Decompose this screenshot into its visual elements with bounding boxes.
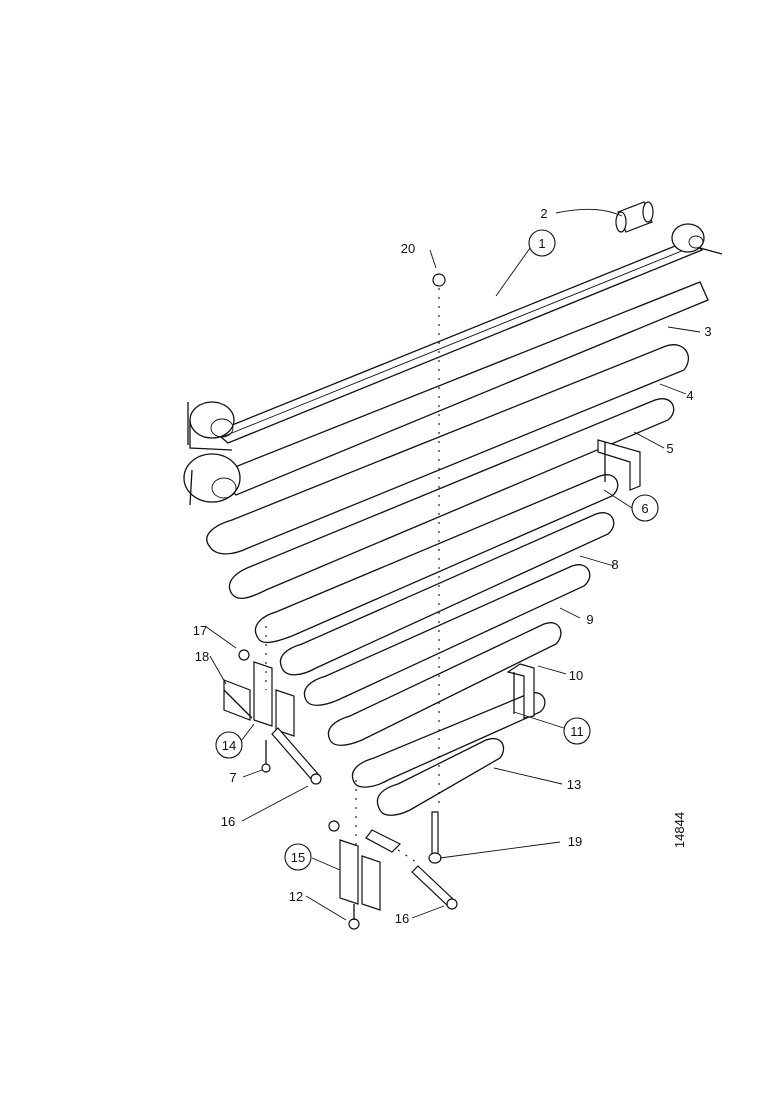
callout-label: 5 [666,441,673,456]
callout-label: 9 [586,612,593,627]
callout-label: 8 [611,557,618,572]
centre-bolt [428,811,442,864]
rebound-clip-upper [597,439,641,491]
bushing [615,201,723,255]
callout-label: 6 [641,501,648,516]
main-leaf [187,223,705,451]
callout-labels: 1 2 3 4 5 6 7 8 9 10 11 12 13 14 15 16 1… [193,206,712,926]
callout-label: 18 [195,649,209,664]
grease-nipple [261,740,271,773]
callout-label: 14 [222,738,236,753]
front-hanger-bracket [223,649,295,737]
callout-label: 12 [289,889,303,904]
callout-label: 16 [221,814,235,829]
rear-shackle [328,820,402,930]
callout-label: 1 [538,236,545,251]
callout-label: 7 [229,770,236,785]
callout-label: 19 [568,834,582,849]
callout-label: 10 [569,668,583,683]
callout-circles [215,229,659,871]
drawing-number: 14844 [672,812,687,848]
shackle-pin-lower [411,865,458,910]
callout-label: 3 [704,324,711,339]
shackle-pin-upper [271,727,322,785]
centre-bolt-nut [432,273,446,287]
callout-label: 2 [540,206,547,221]
callout-label: 4 [686,388,693,403]
callout-label: 11 [570,724,584,739]
callout-label: 13 [567,777,581,792]
assembly-centre-lines [265,288,440,863]
callout-label: 16 [395,911,409,926]
leaf-set [206,344,690,816]
callout-label: 15 [291,850,305,865]
callout-label: 20 [401,241,415,256]
second-leaf [183,281,709,506]
callout-label: 17 [193,623,207,638]
leader-lines [204,208,701,921]
rebound-clip-lower [506,663,535,719]
